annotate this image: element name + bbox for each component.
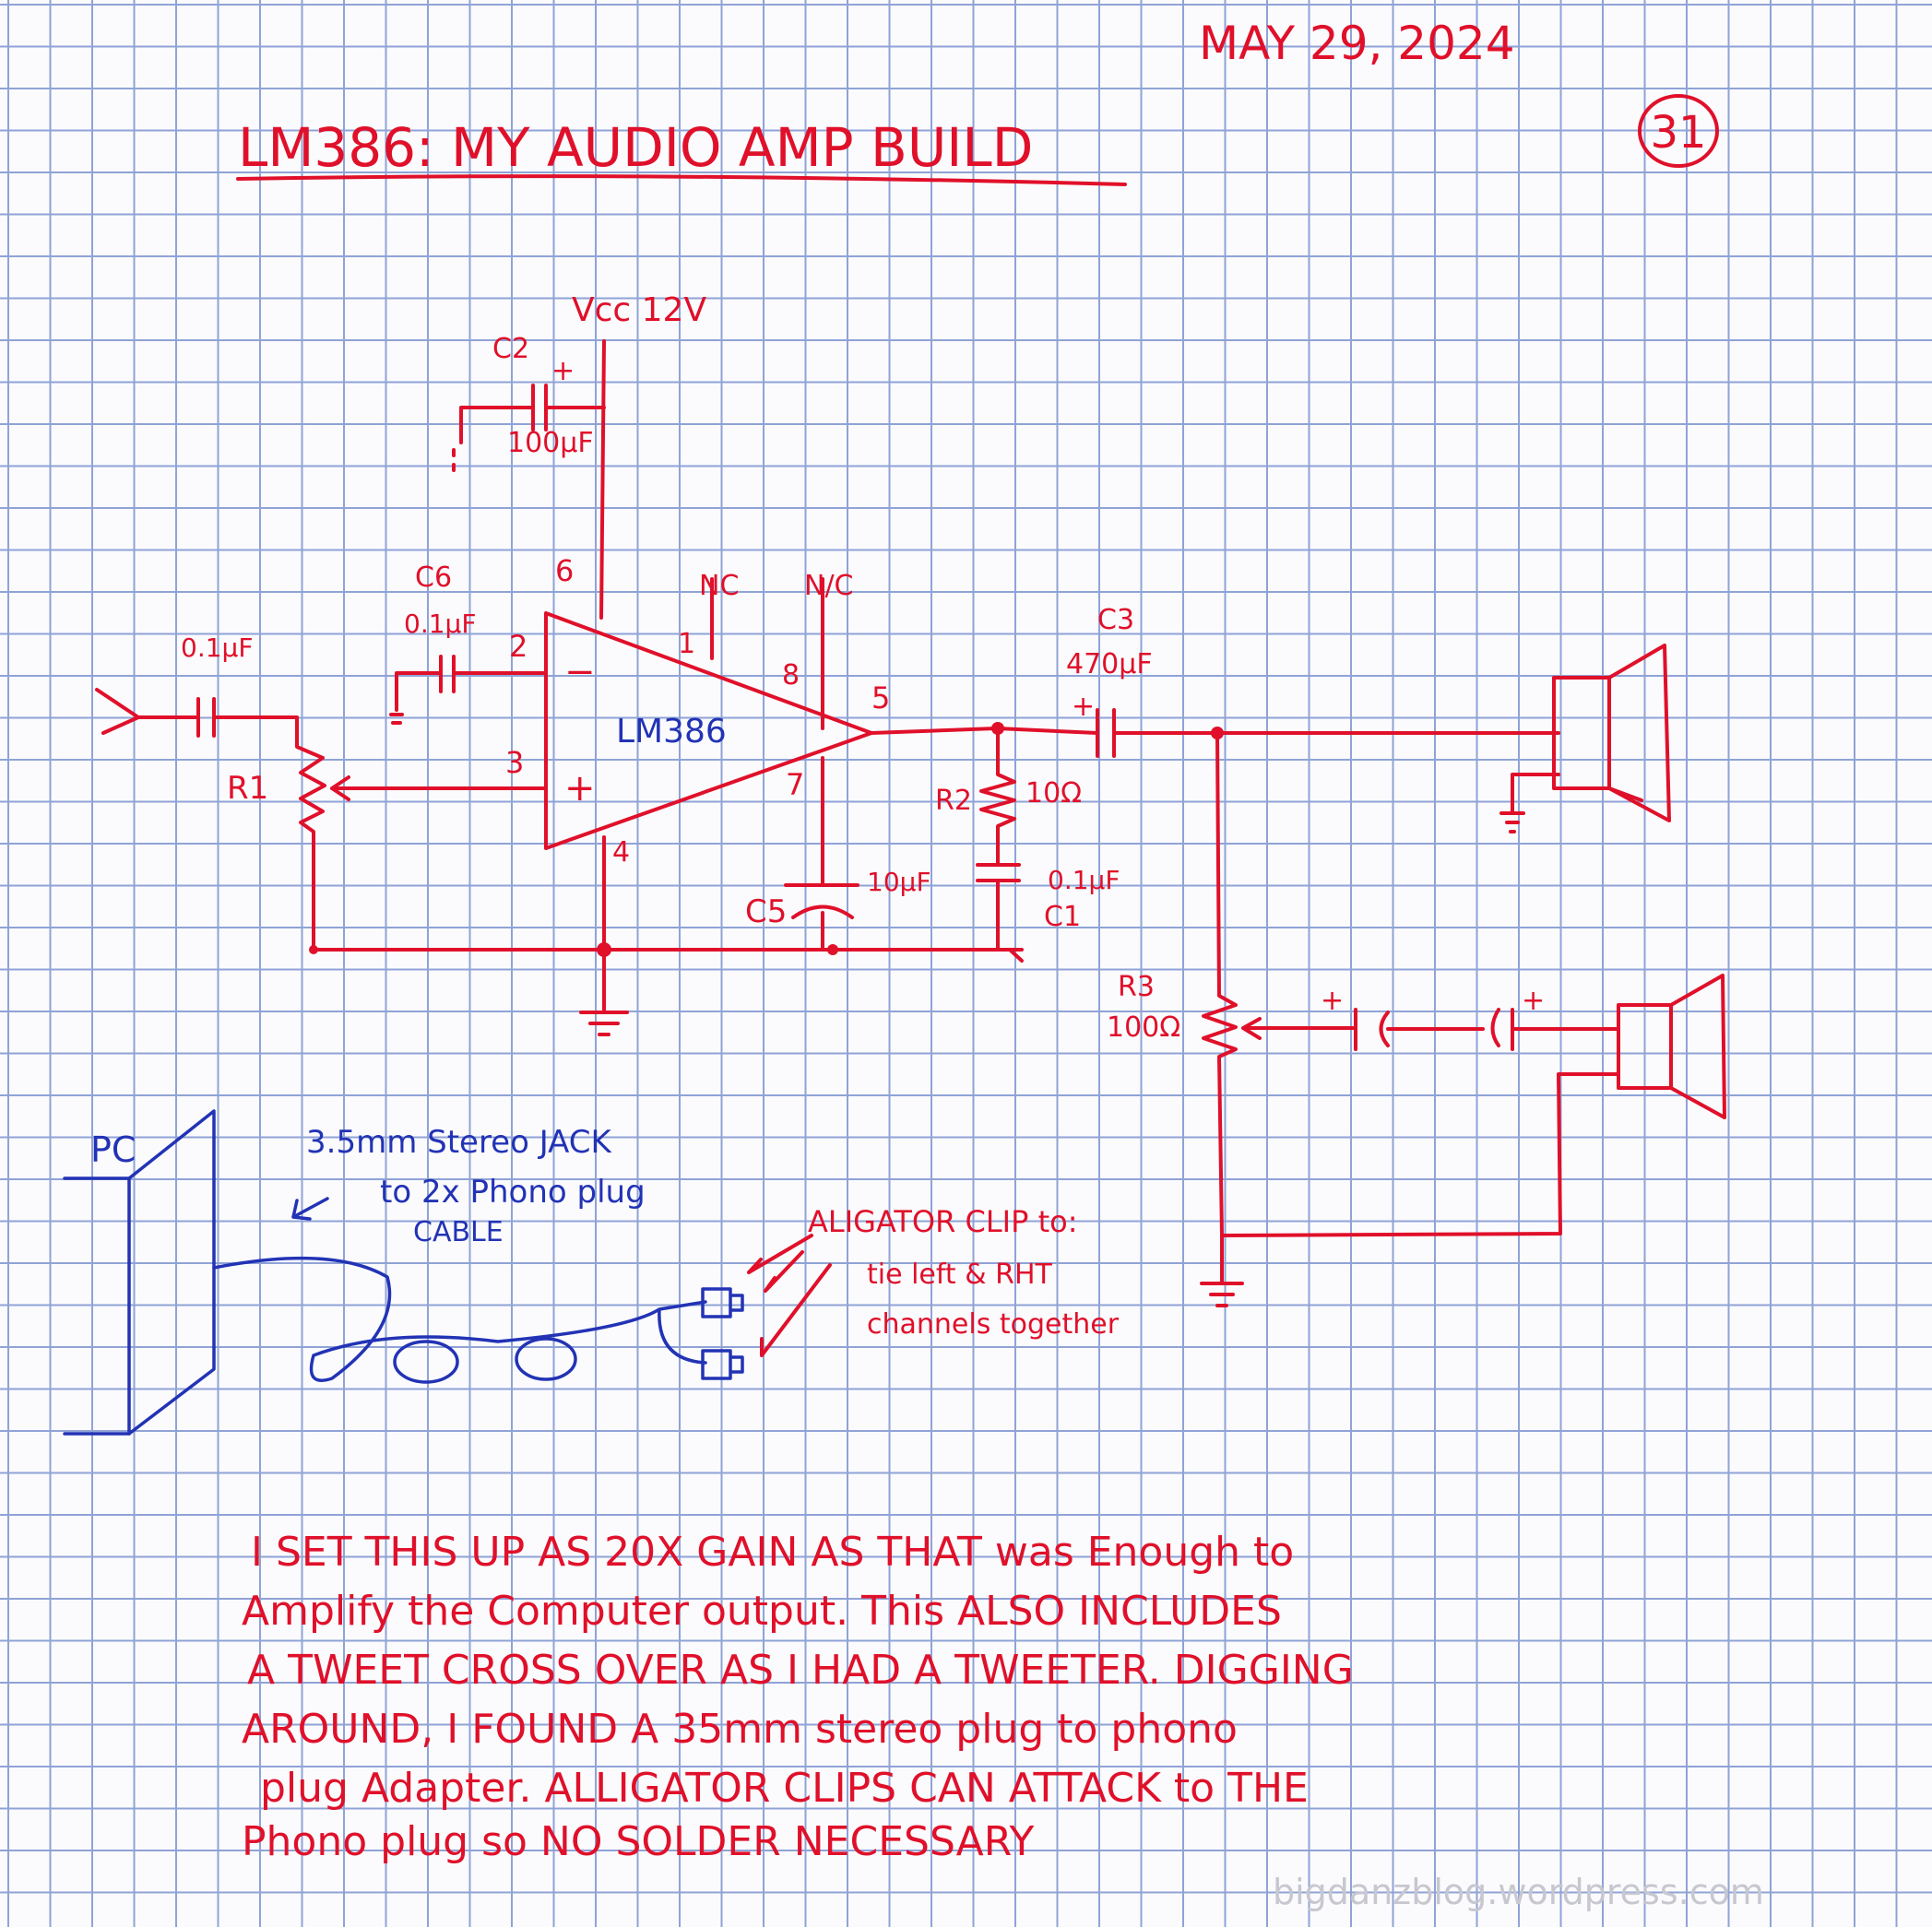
- c6-ground-icon: [389, 713, 404, 725]
- page-number-circle: [1638, 94, 1719, 168]
- c2-capacitor: C2 100µF +: [452, 333, 606, 472]
- c3-capacitor: [996, 708, 1219, 758]
- input-cap-value: 0.1µF: [181, 632, 253, 663]
- c5-label: C5: [745, 893, 787, 930]
- r1-wiper: [330, 775, 548, 801]
- r3-potentiometer: [1202, 731, 1238, 1237]
- page-title: LM386: MY AUDIO AMP BUILD: [238, 116, 1033, 179]
- junction-dot: [827, 944, 838, 955]
- nc-label-a: NC: [699, 570, 739, 602]
- cable-label-2: to 2x Phono plug: [380, 1174, 646, 1211]
- c3-label: C3: [1097, 604, 1134, 636]
- note-line-5: plug Adapter. ALLIGATOR CLIPS CAN ATTACK…: [260, 1765, 1309, 1812]
- cable-arrow-icon: [291, 1197, 329, 1221]
- pin1-label: 1: [678, 628, 695, 660]
- junction-dot: [309, 945, 318, 954]
- c5-value: 10µF: [867, 867, 931, 897]
- tweeter-cap-plus-b: +: [1522, 985, 1545, 1017]
- pin5-label: 5: [871, 680, 890, 715]
- pin8-label: 8: [782, 659, 800, 692]
- pin6-label: 6: [555, 553, 574, 588]
- main-ground-icon: [579, 1011, 629, 1036]
- r3-value: 100Ω: [1107, 1011, 1180, 1044]
- output-trace: [870, 727, 998, 735]
- svg-text:C2: C2: [492, 333, 529, 365]
- crossover-caps: [1241, 1008, 1620, 1051]
- woofer-speaker-icon: [1499, 644, 1671, 833]
- clip-label-3: channels together: [867, 1308, 1120, 1341]
- r2-value: 10Ω: [1025, 777, 1082, 810]
- c1-label: C1: [1044, 901, 1081, 933]
- r2-c1-zobel: [976, 727, 1021, 952]
- r1-potentiometer: [295, 734, 326, 952]
- junction-dot: [597, 942, 611, 957]
- watermark: bigdanzblog.wordpress.com: [1273, 1872, 1764, 1912]
- r3-label: R3: [1118, 971, 1155, 1003]
- note-line-3: A TWEET CROSS OVER AS I HAD A TWEETER. D…: [247, 1647, 1354, 1694]
- lm386-opamp-triangle: [544, 611, 873, 850]
- tweeter-return: [1220, 1072, 1620, 1237]
- pin7-label: 7: [786, 767, 804, 802]
- pin4-label: 4: [612, 836, 630, 869]
- svg-text:C6: C6: [415, 562, 452, 594]
- svg-text:0.1µF: 0.1µF: [404, 609, 476, 639]
- c1-value: 0.1µF: [1048, 865, 1120, 895]
- c6-capacitor: C6 0.1µF: [389, 562, 548, 725]
- c5-capacitor: [784, 756, 859, 952]
- cable-label-3: CABLE: [413, 1216, 504, 1248]
- input-coupling-cap: [95, 688, 299, 738]
- pc-label: PC: [90, 1129, 136, 1170]
- svg-text:+: +: [551, 355, 575, 387]
- clip-label-1: ALIGATOR CLIP to:: [808, 1204, 1077, 1239]
- clip-arrows-icon: [747, 1234, 832, 1357]
- note-line-4: AROUND, I FOUND A 35mm stereo plug to ph…: [242, 1706, 1238, 1753]
- supply-rail: [599, 339, 606, 620]
- ground-bus: [312, 948, 1024, 963]
- note-line-6: Phono plug so NO SOLDER NECESSARY: [242, 1818, 1035, 1865]
- clip-label-2: tie left & RHT: [867, 1259, 1053, 1291]
- page-date: MAY 29, 2024: [1199, 17, 1515, 70]
- pin3-label: 3: [505, 745, 524, 780]
- tweeter-speaker-icon: [1617, 974, 1726, 1119]
- nc-label-b: N/C: [804, 570, 854, 602]
- note-line-2: Amplify the Computer output. This ALSO I…: [242, 1588, 1282, 1635]
- supply-label: Vcc 12V: [572, 291, 706, 329]
- page-number: 31: [1650, 107, 1706, 159]
- c3-value: 470µF: [1066, 648, 1153, 680]
- phono-plug-icon: [701, 1349, 744, 1380]
- tweeter-cap-plus-a: +: [1321, 985, 1344, 1017]
- cable-label-1: 3.5mm Stereo JACK: [306, 1124, 613, 1161]
- svg-text:100µF: 100µF: [507, 427, 594, 459]
- c3-plus: +: [1072, 691, 1095, 723]
- phono-plug-icon: [701, 1287, 744, 1318]
- r1-label: R1: [227, 770, 268, 807]
- cable-coil: [393, 1340, 459, 1384]
- noninverting-sign: +: [564, 767, 596, 810]
- stereo-cable: [212, 1256, 707, 1382]
- note-line-1: I SET THIS UP AS 20X GAIN AS THAT was En…: [251, 1529, 1294, 1576]
- title-underline: [236, 174, 1127, 186]
- cable-coil: [515, 1337, 577, 1381]
- r2-label: R2: [935, 785, 972, 817]
- ic-label: LM386: [616, 713, 727, 751]
- inverting-sign: −: [564, 651, 596, 693]
- tweeter-ground-icon: [1200, 1234, 1244, 1307]
- pin2-label: 2: [509, 629, 527, 664]
- pc-box-icon: [63, 1109, 216, 1436]
